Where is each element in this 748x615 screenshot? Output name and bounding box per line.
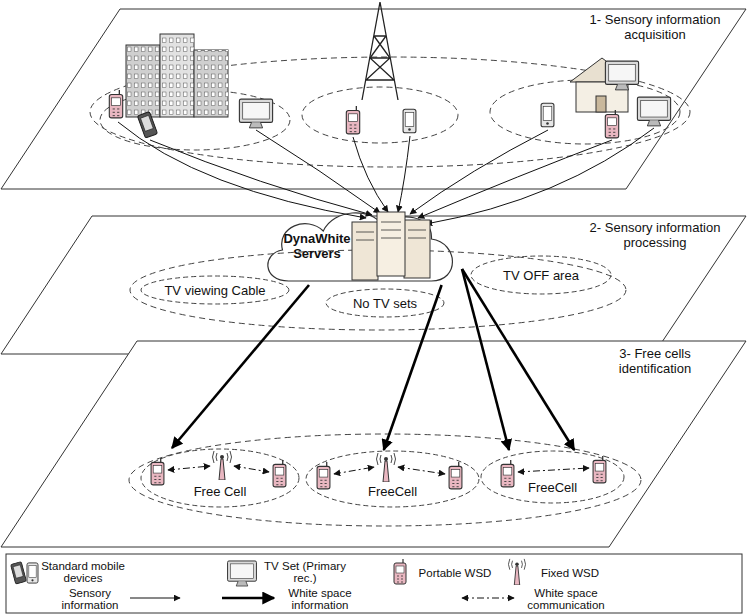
drawing-rect	[126, 45, 160, 117]
cloud-label: DynaWhite Servers	[278, 231, 356, 261]
portable-wsd	[346, 106, 359, 134]
drawing-path	[366, 36, 394, 80]
tv-set	[605, 61, 638, 90]
standard-phone	[541, 103, 554, 127]
legend-text: Sensory information	[54, 587, 126, 611]
legend-text: Fixed WSD	[530, 567, 610, 579]
portable-wsd	[501, 460, 514, 487]
area-ellipse: No TV sets	[325, 288, 445, 318]
ellipse-outline	[326, 289, 444, 317]
drawing-rect	[352, 222, 378, 280]
area-ellipse	[302, 87, 458, 143]
plane-outline	[1, 216, 746, 354]
drawing-path	[426, 128, 654, 224]
portable-wsd	[273, 460, 286, 487]
legend-text: Standard mobile devices	[40, 560, 126, 584]
standard-phone	[137, 112, 157, 139]
drawing-path	[334, 467, 374, 474]
portable-wsd	[605, 110, 618, 138]
area-ellipse: TV OFF area	[470, 255, 612, 295]
drawing-rect	[404, 220, 430, 278]
legend-item: TV Set (Primary rec.)	[262, 560, 348, 584]
legend-item: Portable WSD	[410, 567, 500, 579]
drawing-path	[234, 466, 269, 472]
legend-text: White space information	[280, 587, 360, 611]
buildings	[126, 34, 228, 117]
plane-outline	[1, 341, 746, 547]
legend-text: Portable WSD	[410, 567, 500, 579]
portable-wsd	[317, 462, 330, 489]
drawing-path	[518, 468, 589, 472]
white-space-arrow	[384, 285, 442, 450]
layer-label: 2- Sensory information processing	[585, 220, 725, 250]
drawing-path	[410, 130, 548, 214]
drawing-rect	[194, 50, 228, 117]
legend-line	[222, 597, 274, 600]
drawing-path	[256, 130, 380, 213]
drawing-rect	[194, 50, 228, 117]
cloud-outline	[268, 213, 453, 281]
legend-box	[6, 554, 742, 613]
drawing-path	[356, 222, 426, 240]
fixed-wsd	[377, 453, 396, 482]
area-label: FreeCell	[528, 480, 577, 495]
portable-wsd	[151, 458, 164, 485]
legend-icon	[508, 559, 525, 585]
drawing-rect	[160, 34, 194, 117]
area-label: TV viewing Cable	[164, 283, 265, 298]
legend-icon	[27, 563, 38, 583]
drawing-path	[118, 122, 366, 218]
area-ellipse	[490, 80, 680, 144]
drawing-path	[398, 136, 410, 212]
area-label: No TV sets	[353, 296, 417, 311]
white-space-arrow	[462, 269, 509, 450]
drawing-path	[398, 467, 445, 474]
drawing-path	[168, 466, 210, 470]
ellipse-outline	[141, 276, 289, 304]
legend-icon	[228, 561, 257, 586]
area-label: Free Cell	[194, 484, 247, 499]
legend-item: White space communication	[518, 587, 614, 611]
drawing-path	[418, 140, 612, 218]
tv-tower	[362, 2, 398, 100]
layer-plane: 3- Free cells identificationFree Cell Fre…	[0, 340, 748, 548]
ellipse-outline	[141, 449, 299, 507]
legend-text: White space communication	[518, 587, 614, 611]
drawing-path	[353, 137, 388, 212]
fixed-wsd	[213, 451, 232, 480]
drawing-path	[362, 2, 398, 100]
legend-line	[130, 598, 180, 599]
portable-wsd	[593, 456, 606, 483]
ellipse-outline	[306, 451, 479, 507]
servers	[352, 212, 430, 280]
portable-wsd	[109, 90, 122, 118]
drawing-rect	[126, 45, 160, 117]
white-space-arrow	[172, 285, 309, 448]
ellipse-outline	[471, 256, 611, 294]
drawing-rect	[596, 96, 606, 112]
legend-icon	[11, 562, 27, 584]
drawing-path	[150, 140, 372, 215]
tv-set	[637, 97, 670, 126]
standard-phone	[403, 109, 416, 133]
white-space-arrow	[462, 269, 574, 450]
ellipse-outline	[481, 451, 624, 503]
legend-item: White space information	[280, 587, 360, 611]
legend-text: TV Set (Primary rec.)	[262, 560, 348, 584]
drawing-rect	[160, 34, 194, 117]
legend-item: Sensory information	[54, 587, 126, 611]
portable-wsd	[449, 462, 462, 489]
area-ellipse: TV viewing Cable	[140, 275, 290, 305]
layer-label: 3- Free cells identification	[600, 346, 710, 376]
legend-item: Standard mobile devices	[40, 560, 126, 584]
legend-item: Fixed WSD	[530, 567, 610, 579]
legend-line	[462, 598, 514, 599]
area-label: FreeCell	[368, 484, 417, 499]
legend-icon	[394, 559, 406, 584]
ws-communication	[168, 466, 589, 474]
area-label: TV OFF area	[503, 268, 579, 283]
sensory-arrows	[118, 122, 654, 224]
tv-set	[239, 99, 272, 128]
layer-label: 1- Sensory information acquisition	[585, 12, 725, 42]
